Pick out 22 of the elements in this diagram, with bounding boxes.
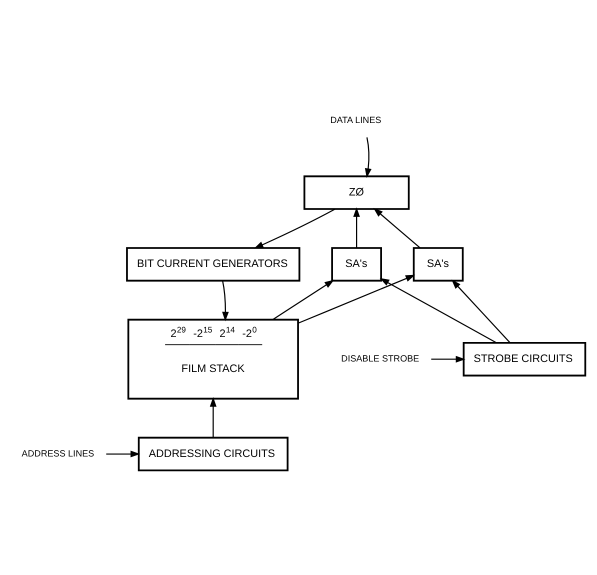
node-text: DATA LINES bbox=[330, 115, 382, 126]
arrow bbox=[106, 450, 140, 458]
node-box: 2$^{29}$ -2$^{15}$ 2$^{14}$ -2$^{0}$ FILM STACK bbox=[127, 318, 299, 400]
arrow bbox=[210, 397, 217, 438]
node-box: STROBE CIRCUITS bbox=[462, 342, 586, 376]
arrow bbox=[373, 208, 421, 248]
node-box: ZØ bbox=[304, 175, 410, 210]
node-box: BIT CURRENT GENERATORS bbox=[126, 247, 300, 282]
node-text: ADDRESS LINES bbox=[22, 448, 94, 458]
arrow bbox=[272, 280, 334, 320]
node-box: ADDRESSING CIRCUITS bbox=[138, 436, 289, 472]
arrow bbox=[254, 208, 336, 249]
node-box: SA's bbox=[412, 247, 464, 282]
arrow bbox=[298, 274, 416, 324]
arrow bbox=[431, 356, 466, 363]
arrow bbox=[364, 137, 372, 178]
arrow bbox=[353, 207, 360, 248]
node-text: DISABLE STROBE bbox=[341, 353, 420, 364]
arrow bbox=[222, 280, 229, 322]
arrow bbox=[451, 280, 510, 343]
node-box: SA's bbox=[331, 247, 382, 282]
arrow bbox=[380, 278, 497, 344]
